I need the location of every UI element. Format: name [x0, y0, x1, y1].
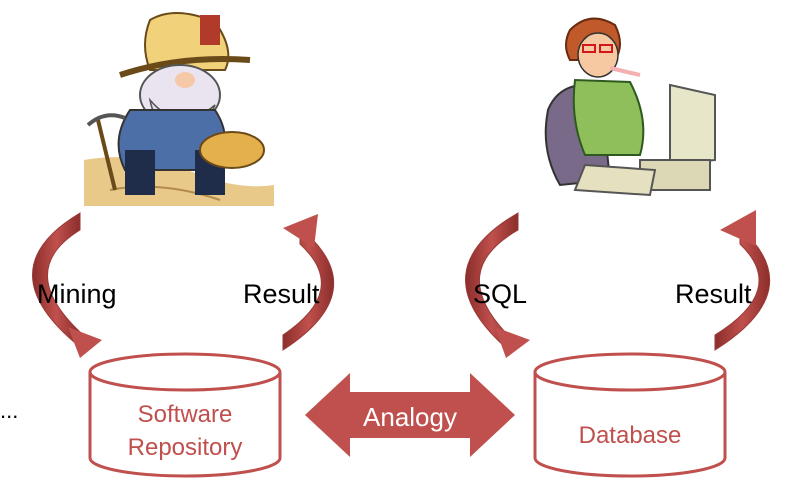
analogy-label: Analogy	[363, 402, 457, 432]
mining-label: Mining	[37, 279, 117, 309]
result-arrow-left	[282, 214, 335, 351]
result-label-left: Result	[243, 279, 320, 309]
result-label-right: Result	[675, 279, 752, 309]
gold-miner-illustration	[84, 8, 274, 206]
repo-label-line1: Software	[138, 401, 233, 428]
database-label: Database	[579, 422, 682, 449]
mining-arrow	[32, 212, 102, 358]
database-cylinder	[533, 352, 727, 478]
ellipsis-text: ...	[0, 398, 18, 423]
analogy-double-arrow	[305, 373, 515, 457]
result-arrow-right	[714, 210, 771, 351]
sql-arrow	[465, 212, 530, 358]
office-worker-at-computer-illustration	[528, 8, 722, 208]
repo-label-line2: Repository	[128, 434, 243, 461]
software-repository-cylinder	[88, 352, 282, 478]
sql-label: SQL	[473, 279, 527, 309]
